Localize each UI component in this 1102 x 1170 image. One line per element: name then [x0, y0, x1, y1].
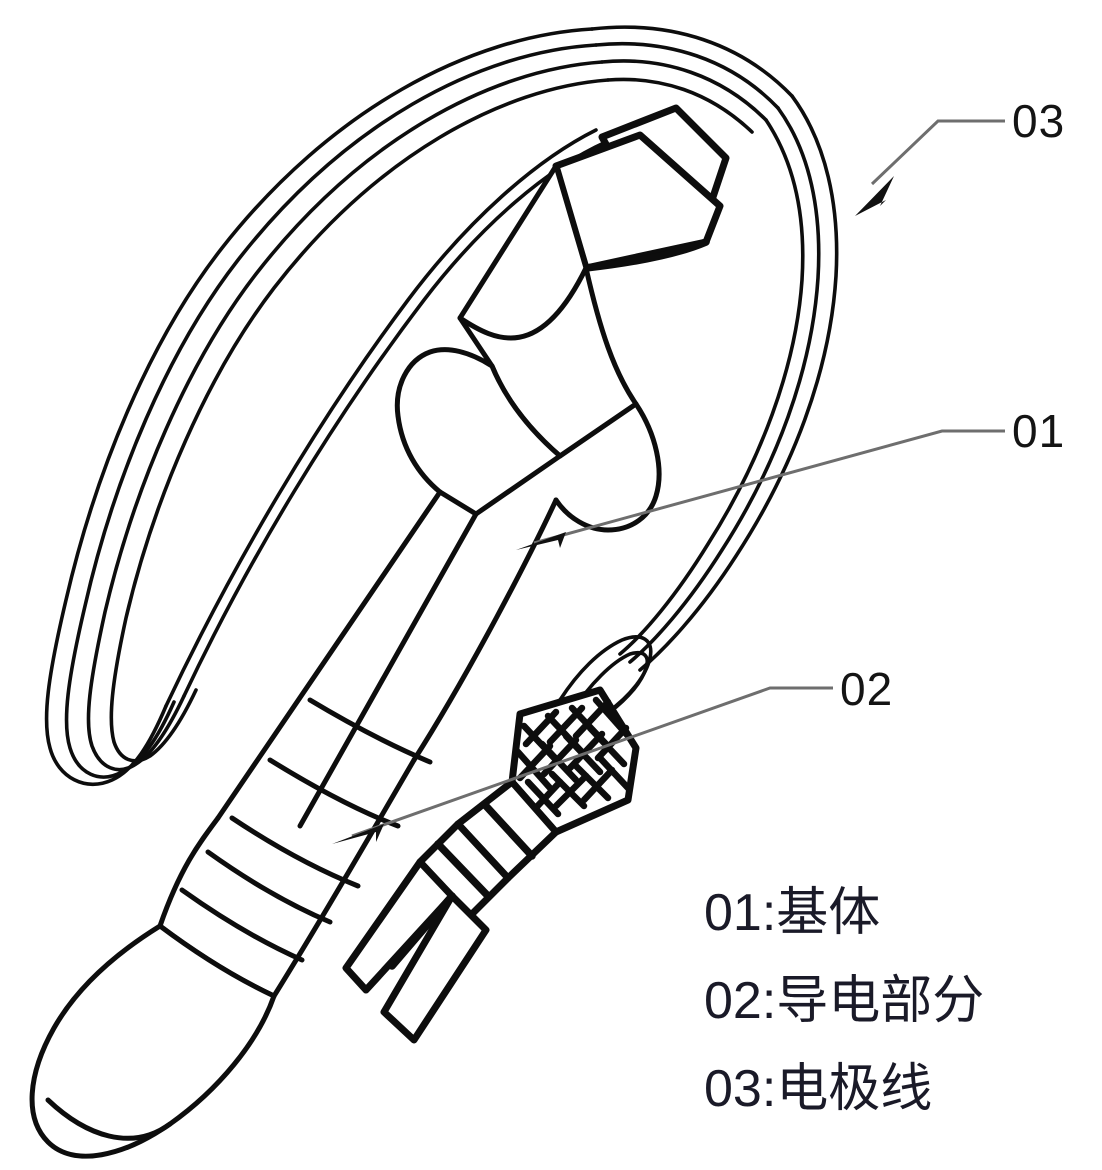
arrowhead-01	[516, 532, 566, 550]
probe-shaft-seam	[297, 511, 479, 829]
cable-left-strand-2	[64, 43, 598, 779]
leader-line-03	[870, 119, 1005, 186]
connector-prong-split	[388, 892, 456, 970]
legend-item-02: 02:导电部分	[704, 972, 984, 1030]
probe-band-ring-5	[179, 887, 305, 963]
cable-top-arch-outer	[590, 25, 794, 98]
cable-left-strand-4	[109, 78, 610, 763]
callout-label-01: 01	[1012, 405, 1065, 457]
callout-03: 03	[855, 95, 1065, 216]
cable-top-arch-2	[594, 41, 780, 110]
cable-left-strand-3	[86, 60, 604, 772]
probe-band-ring-3	[229, 815, 361, 889]
callout-01: 01	[516, 405, 1065, 550]
callout-02: 02	[332, 663, 893, 844]
legend-item-03: 03:电极线	[704, 1060, 932, 1118]
probe-shaft-left-edge	[215, 489, 443, 821]
cable-right-strand-outer	[638, 94, 839, 672]
connector-prong-right	[380, 892, 490, 1044]
probe-shaft-left-lower	[157, 815, 221, 929]
probe-band-ring-4	[205, 849, 333, 925]
electrode-cable-group	[44, 25, 839, 786]
probe-flange-right-lobe	[553, 401, 662, 533]
arrowhead-03	[855, 176, 894, 216]
probe-body-group	[29, 104, 730, 1159]
cable-upper-crossover-b	[182, 140, 608, 698]
cable-bight-right	[570, 651, 649, 714]
cable-top-arch-4	[606, 77, 754, 134]
arrowhead-02	[332, 824, 384, 844]
cable-right-strand-3	[618, 118, 805, 656]
probe-shaft-right-lower	[271, 757, 417, 999]
callout-label-02: 02	[840, 663, 893, 715]
callout-label-03: 03	[1012, 95, 1065, 147]
conductive-part-group	[342, 686, 640, 1044]
cable-left-strand-outer	[44, 27, 594, 786]
probe-upper-barrel-seam	[457, 265, 589, 341]
probe-collar-lower-edge	[582, 238, 710, 272]
leader-line-02	[351, 686, 833, 838]
cable-top-arch-3	[600, 59, 768, 122]
probe-tip-seam	[45, 1097, 173, 1141]
connector-barrel-ring-1	[482, 802, 536, 860]
legend-item-01: 01:基体	[704, 884, 880, 942]
legend: 01:基体 02:导电部分 03:电极线	[704, 884, 984, 1118]
probe-shaft-right-edge	[411, 497, 559, 763]
probe-band-ring-2	[267, 757, 401, 829]
connector-prong-left	[342, 858, 456, 994]
leader-line-01	[533, 429, 1005, 545]
cable-upper-crossover-a	[164, 128, 598, 708]
probe-band-ring-1	[307, 697, 433, 765]
probe-flange	[394, 347, 563, 517]
connector-collar-ring	[434, 840, 492, 900]
cable-right-strand-2	[628, 106, 821, 664]
probe-tip	[29, 923, 277, 1159]
